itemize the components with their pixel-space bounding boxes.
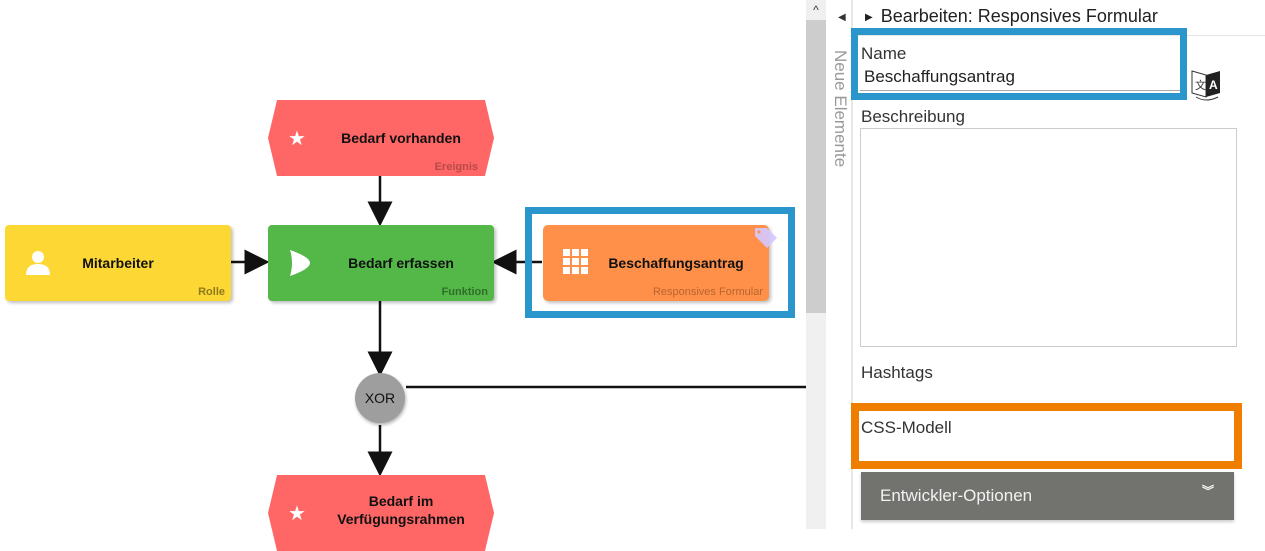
scrollbar-thumb[interactable] xyxy=(806,20,826,313)
svg-text:A: A xyxy=(1209,78,1218,92)
new-elements-label[interactable]: Neue Elemente xyxy=(831,50,850,168)
double-chevron-down-icon: ︾ xyxy=(1201,484,1214,498)
svg-text:文: 文 xyxy=(1195,78,1206,92)
properties-panel: ▶Bearbeiten: Responsives Formular Name B… xyxy=(851,0,1265,529)
description-textarea[interactable] xyxy=(860,128,1237,347)
star-icon: ★ xyxy=(288,503,306,525)
tag-icon xyxy=(755,228,777,248)
connectors xyxy=(231,176,806,477)
description-label: Beschreibung xyxy=(861,107,965,126)
diagram-canvas[interactable]: ★ Bedarf vorhanden Ereignis Mitarbeiter … xyxy=(0,0,806,551)
css-model-highlight-frame xyxy=(851,403,1242,469)
star-icon: ★ xyxy=(288,127,306,150)
css-model-label[interactable]: CSS-Modell xyxy=(861,418,952,437)
collapse-left-icon[interactable]: ◀ xyxy=(838,12,846,23)
canvas-scrollbar[interactable]: ^ xyxy=(806,0,826,529)
new-elements-sidebar[interactable]: ◀ Neue Elemente xyxy=(826,0,853,529)
panel-header[interactable]: ▶Bearbeiten: Responsives Formular xyxy=(865,6,1158,26)
role-node-mitarbeiter[interactable]: Mitarbeiter Rolle xyxy=(5,225,231,301)
developer-options-button[interactable]: Entwickler-Optionen ︾ xyxy=(861,472,1234,520)
name-highlight-frame xyxy=(851,28,1187,100)
xor-gateway[interactable]: XOR xyxy=(355,373,405,423)
hashtags-label: Hashtags xyxy=(861,363,933,382)
selection-frame xyxy=(525,207,795,318)
event-node-bedarf-vorhanden[interactable]: ★ Bedarf vorhanden Ereignis xyxy=(268,100,494,176)
name-label: Name xyxy=(861,44,907,63)
expand-arrow-icon: ▶ xyxy=(865,12,873,23)
person-icon xyxy=(26,251,50,275)
event-node-bedarf-im-verfuegungsrahmen[interactable]: ★ Bedarf im Verfügungsrahmen xyxy=(268,475,494,551)
form-node-beschaffungsantrag[interactable]: Beschaffungsantrag Responsives Formular xyxy=(543,225,777,301)
divider xyxy=(853,35,1265,36)
name-input[interactable]: Beschaffungsantrag xyxy=(860,66,1180,91)
play-icon xyxy=(290,250,310,276)
translate-icon[interactable]: 文 A xyxy=(1190,67,1224,101)
grid-icon xyxy=(563,249,588,274)
function-node-bedarf-erfassen[interactable]: Bedarf erfassen Funktion xyxy=(268,225,494,301)
scroll-up-icon[interactable]: ^ xyxy=(813,3,819,17)
